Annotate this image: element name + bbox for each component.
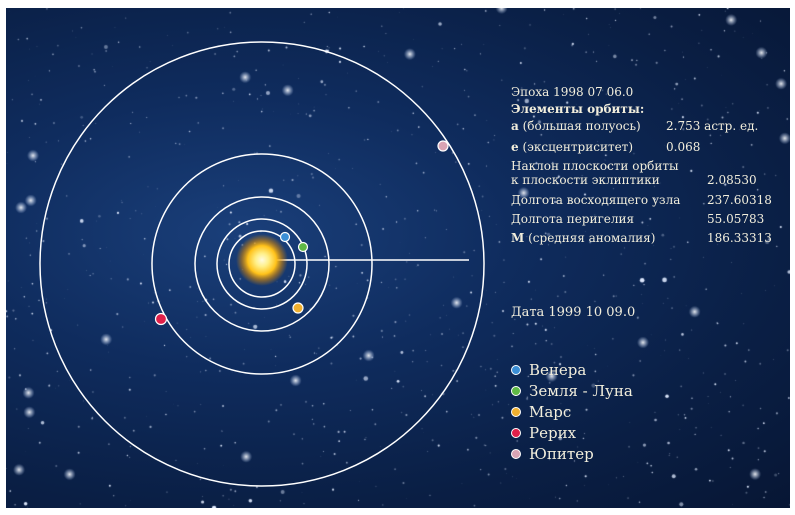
mean-anomaly-label: (средняя аномалия) — [528, 231, 656, 245]
jupiter-dot-icon — [511, 449, 521, 459]
eccentricity-value: 0.068 — [666, 140, 701, 154]
orbit-roerich — [151, 153, 373, 375]
semi-major-axis-label: (большая полуось) — [522, 119, 641, 133]
perihelion-value: 55.05783 — [707, 212, 765, 226]
inclination-label-1: Наклон плоскости орбиты — [511, 159, 679, 173]
ascending-node-label: Долгота восходящего узла — [511, 193, 681, 207]
legend-label-venus: Венера — [529, 361, 587, 379]
roerich-dot-icon — [511, 428, 521, 438]
starfield-background — [6, 8, 790, 508]
orbit-earth — [216, 218, 308, 310]
mean-anomaly-value: 186.33313 — [707, 231, 772, 245]
legend-label-mars: Марс — [529, 403, 572, 421]
semi-major-axis-row: а (большая полуось) — [511, 119, 641, 134]
venus-dot-icon — [511, 365, 521, 375]
planet-earth — [297, 241, 309, 253]
legend-label-earth: Земля - Луна — [529, 382, 633, 400]
eccentricity-symbol: е — [511, 140, 519, 154]
legend: Венера Земля - Луна Марс Рерих Юпитер — [511, 360, 711, 470]
mean-anomaly-symbol: М — [511, 231, 525, 245]
legend-label-roerich: Рерих — [529, 424, 577, 442]
sun — [236, 234, 288, 286]
legend-item-mars: Марс — [511, 402, 571, 422]
planet-venus — [279, 231, 291, 243]
eccentricity-label: (эксцентриситет) — [522, 140, 634, 154]
orbital-elements-panel: Эпоха 1998 07 06.0 Элементы орбиты: а (б… — [511, 85, 781, 255]
epoch-text: Эпоха 1998 07 06.0 — [511, 85, 634, 99]
mars-dot-icon — [511, 407, 521, 417]
perihelion-label: Долгота перигелия — [511, 212, 635, 226]
asteroid-roerich — [154, 312, 168, 326]
mean-anomaly-row: М (средняя аномалия) — [511, 231, 655, 246]
inclination-value: 2.08530 — [707, 173, 757, 187]
solar-system-diagram — [39, 41, 485, 487]
inclination-label-2: к плоскости эклиптики — [511, 173, 660, 187]
orbit-jupiter — [39, 41, 485, 487]
planet-mars — [292, 302, 304, 314]
legend-item-venus: Венера — [511, 360, 586, 380]
orbit-venus — [228, 230, 296, 298]
earth-dot-icon — [511, 386, 521, 396]
semi-major-axis-value: 2.753 астр. ед. — [666, 119, 759, 133]
legend-label-jupiter: Юпитер — [529, 445, 594, 463]
date-text: Дата 1999 10 09.0 — [511, 305, 636, 320]
eccentricity-row: е (эксцентриситет) — [511, 140, 633, 155]
planet-jupiter — [437, 140, 449, 152]
legend-item-roerich: Рерих — [511, 423, 576, 443]
elements-title: Элементы орбиты: — [511, 102, 645, 116]
ascending-node-value: 237.60318 — [707, 193, 772, 207]
orbit-mars — [194, 196, 330, 332]
legend-item-earth: Земля - Луна — [511, 381, 633, 401]
semi-major-axis-symbol: а — [511, 119, 519, 133]
legend-item-jupiter: Юпитер — [511, 444, 594, 464]
diagram-canvas: Эпоха 1998 07 06.0 Элементы орбиты: а (б… — [6, 8, 790, 508]
